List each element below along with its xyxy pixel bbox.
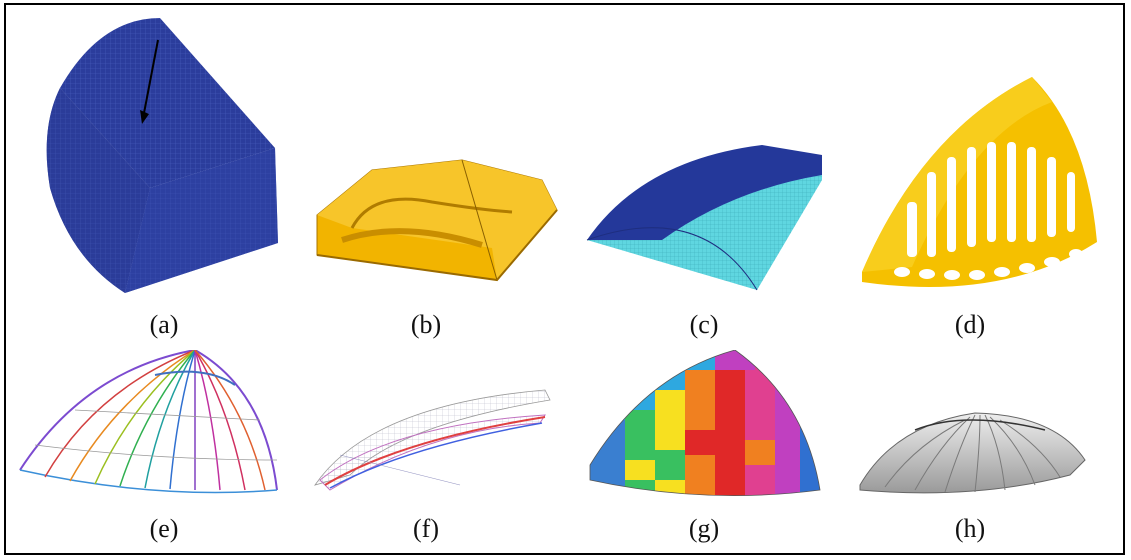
panel-b-image [312,140,562,285]
panel-d-label: (d) [954,310,986,339]
panel-f-label: (f) [413,514,439,543]
panel-a-label: (a) [149,310,179,339]
panel-c-label: (c) [689,310,719,339]
panel-g-label: (g) [688,514,720,543]
panel-c-image [582,140,827,295]
figure-frame [4,3,1125,555]
panel-e-image [15,350,290,495]
panel-a-image [40,18,290,298]
panel-d-image [852,72,1102,302]
panel-h-image [855,405,1090,500]
panel-b-label: (b) [410,310,442,339]
panel-f-image [310,385,555,495]
panel-e-label: (e) [149,514,179,543]
panel-h-label: (h) [954,514,986,543]
panel-g-image [585,350,825,500]
